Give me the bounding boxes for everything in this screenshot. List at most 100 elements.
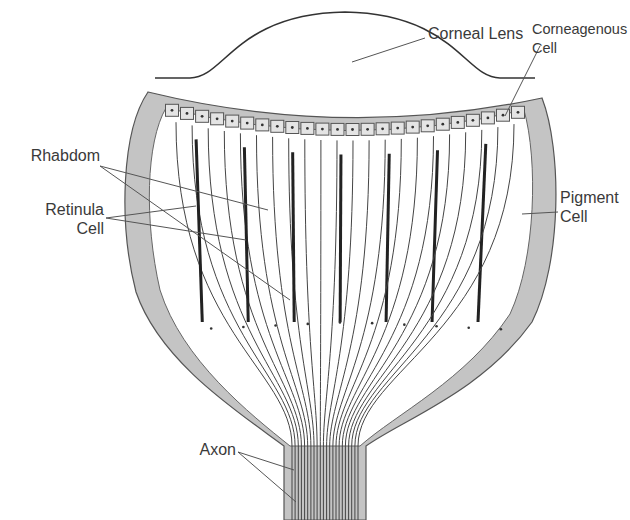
part-label: Axon	[188, 440, 236, 459]
leader-lines	[100, 38, 558, 502]
part-label: Corneagenous Cell	[532, 20, 628, 58]
retinula-cell-line	[342, 136, 433, 520]
retinula-cell-line	[339, 138, 417, 520]
cell-nucleus	[426, 124, 429, 127]
cell-nucleus	[336, 128, 339, 131]
retinula-cell-line	[355, 127, 498, 520]
cell-nucleus	[517, 111, 520, 114]
corneagenous-cell	[211, 113, 224, 125]
retinula-cell-line	[349, 132, 466, 520]
retinula-cell-line	[224, 131, 301, 520]
retinula-cell-line	[358, 124, 514, 520]
leader-line	[522, 212, 558, 214]
nucleus-dot	[467, 326, 470, 329]
corneagenous-cell	[451, 116, 464, 128]
corneagenous-cell	[286, 122, 299, 134]
rhabdom-stroke	[244, 147, 248, 322]
corneagenous-cells	[166, 104, 525, 135]
corneagenous-cell	[361, 123, 374, 135]
retinula-cell-lines	[176, 122, 514, 520]
nucleus-dot	[500, 328, 503, 331]
leader-line	[100, 166, 290, 300]
rhabdom-stroke	[293, 152, 295, 322]
cell-nucleus	[366, 128, 369, 131]
cell-nucleus	[381, 127, 384, 130]
corneagenous-cell	[256, 119, 269, 131]
leader-line	[106, 218, 246, 240]
corneal-lens	[155, 12, 535, 78]
part-label: Rhabdom	[8, 146, 100, 165]
cell-nucleus	[291, 126, 294, 129]
corneagenous-cell	[421, 120, 434, 132]
part-label: Pigment Cell	[560, 188, 626, 226]
corneagenous-cell	[391, 122, 404, 134]
rhabdom-stroke	[432, 150, 437, 322]
part-label: Retinula Cell	[14, 200, 104, 238]
cell-nucleus	[201, 115, 204, 118]
retinula-cell-line	[176, 122, 292, 520]
corneagenous-cell	[436, 118, 449, 130]
leader-line	[106, 206, 196, 218]
nucleus-dot	[274, 324, 277, 327]
corneagenous-cell	[376, 123, 389, 135]
rhabdom-stroke	[386, 154, 389, 322]
nucleus-dot	[210, 327, 213, 330]
cell-nucleus	[186, 112, 189, 115]
cell-nucleus	[456, 121, 459, 124]
corneagenous-cell	[406, 121, 419, 133]
corneagenous-cell	[271, 120, 284, 132]
leader-line	[238, 452, 294, 470]
retinula-cell-line	[320, 140, 322, 520]
rhabdom-stroke	[196, 139, 202, 322]
corneagenous-cell	[466, 114, 479, 126]
cell-nucleus	[351, 128, 354, 131]
corneagenous-cell	[181, 107, 194, 119]
cell-nucleus	[261, 124, 264, 127]
nucleus-dot	[435, 325, 438, 328]
corneagenous-cell	[301, 122, 314, 134]
corneagenous-cell	[166, 104, 179, 116]
cell-nucleus	[487, 117, 490, 120]
cell-nucleus	[231, 120, 234, 123]
cell-nucleus	[171, 109, 174, 112]
retinula-cell-line	[192, 125, 295, 520]
pigment-cell	[125, 92, 556, 520]
leader-line	[100, 166, 268, 210]
corneagenous-cell	[241, 117, 254, 129]
cell-nucleus	[246, 122, 249, 125]
corneagenous-cell	[512, 106, 525, 118]
retinula-cell-line	[305, 139, 317, 520]
cell-nucleus	[396, 127, 399, 130]
nucleus-dot	[371, 322, 374, 325]
retinula-cell-line	[257, 135, 308, 520]
leader-line	[238, 452, 296, 502]
retinula-cell-line	[345, 134, 449, 520]
retinula-cell-line	[289, 138, 314, 520]
leader-line	[505, 46, 540, 116]
retinula-cell-line	[208, 128, 298, 520]
retinula-cell-line	[333, 140, 385, 520]
nucleus-dot	[403, 323, 406, 326]
leader-line	[352, 38, 425, 62]
retinula-cell-line	[352, 130, 482, 520]
nucleus-dot	[339, 321, 342, 324]
corneagenous-cell	[316, 123, 329, 135]
corneagenous-cell	[481, 112, 494, 124]
corneagenous-cell	[331, 123, 344, 135]
cell-nucleus	[216, 117, 219, 120]
cell-nucleus	[441, 123, 444, 126]
corneagenous-cell	[346, 124, 359, 136]
nucleus-dot	[306, 323, 309, 326]
corneagenous-cell	[196, 110, 209, 122]
corneagenous-cell	[226, 115, 239, 127]
cell-nucleus	[472, 119, 475, 122]
nucleus-dot	[242, 326, 245, 329]
cell-nucleus	[321, 128, 324, 131]
cell-nucleus	[411, 126, 414, 129]
rhabdom-stroke	[339, 154, 343, 322]
cell-nucleus	[502, 114, 505, 117]
cell-nucleus	[306, 127, 309, 130]
retinula-region	[149, 108, 532, 446]
rhabdom-stroke	[478, 144, 486, 322]
